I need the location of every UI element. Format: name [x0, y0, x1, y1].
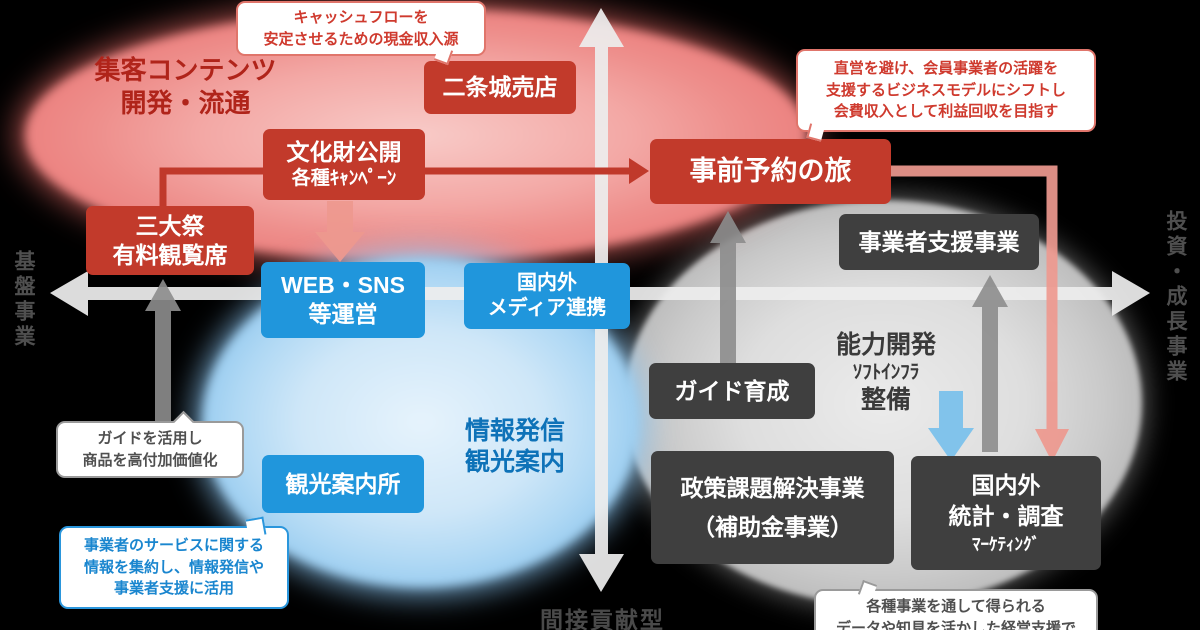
information-title-line2: 観光案内 [464, 448, 565, 477]
box-media-collaboration: 国内外 メディア連携 [464, 263, 630, 329]
callout-aggregate-line3: 事業者支援に活用 [113, 580, 234, 598]
attraction-region-title: 集客コンテンツ 開発・流通 [58, 54, 313, 119]
callout-cashflow-line1: キャッシュフローを [293, 8, 429, 26]
callout-shift-line2: 支援するビジネスモデルにシフトし [825, 81, 1066, 99]
callout-shift-line3: 会費収入として利益回収を目指す [833, 103, 1059, 121]
box-tourist-information-center: 観光案内所 [262, 455, 424, 513]
box-nijojo-shop: 二条城売店 [424, 61, 576, 114]
axis-arrowhead-right [1112, 271, 1150, 316]
box-three-festivals-seats: 三大祭 有料観覧席 [86, 206, 254, 275]
callout-guideuse-line2: 商品を高付加価値化 [82, 451, 218, 469]
attraction-title-line1: 集客コンテンツ [94, 55, 277, 85]
callout-aggregate-tail [245, 516, 267, 538]
callout-cashflow: キャッシュフローを 安定させるための現金収入源 [236, 1, 486, 66]
box-seisaku-line1: 政策課題解決事業 [680, 474, 865, 501]
salmon-down-arrow-bunkazai-websns [315, 201, 365, 262]
box-sandaisai-line1: 三大祭 [135, 212, 205, 239]
box-cultural-assets-campaign: 文化財公開 各種ｷｬﾝﾍﾟｰﾝ [263, 129, 425, 200]
box-statistics-research-marketing: 国内外 統計・調査 ﾏｰｹﾃｨﾝｸﾞ [911, 456, 1101, 570]
box-seisaku-line2: （補助金事業） [692, 513, 853, 540]
box-media-line1: 国内外 [517, 272, 577, 294]
box-annaijo-label: 観光案内所 [285, 470, 401, 497]
box-websns-line1: WEB・SNS [281, 272, 405, 299]
gray-up-arrow-toukei-stem [982, 304, 998, 452]
axis-arrowhead-bottom [579, 554, 624, 592]
box-toukei-line1: 国内外 [971, 471, 1041, 498]
box-media-line2: メディア連携 [487, 297, 607, 319]
gray-up-arrow-sandaisai-head [145, 279, 181, 311]
capability-region-title: 能力開発 ｿﾌﾄｲﾝﾌﾗ 整備 [797, 330, 975, 416]
box-guide-label: ガイド育成 [674, 377, 790, 404]
information-region-title: 情報発信 観光案内 [436, 416, 594, 479]
gray-up-arrow-guide-stem [720, 240, 736, 363]
callout-aggregate-line1: 事業者のサービスに関する [83, 536, 264, 554]
axis-label-bottom: 間接貢献型 [540, 607, 665, 630]
callout-aggregate-line2: 情報を集約し、情報発信や [83, 558, 264, 576]
box-shien-label: 事業者支援事業 [858, 228, 1020, 255]
box-nijojo-label: 二条城売店 [442, 74, 558, 101]
axis-arrowhead-top [579, 8, 624, 47]
box-business-support: 事業者支援事業 [839, 214, 1039, 270]
callout-cashflow-line2: 安定させるための現金収入源 [263, 30, 459, 48]
callout-information-aggregation: 事業者のサービスに関する 情報を集約し、情報発信や 事業者支援に活用 [59, 516, 289, 609]
salmon-connector-down-arrow [891, 165, 1069, 462]
information-title-line1: 情報発信 [464, 417, 565, 445]
callout-shift-line1: 直営を避け、会員事業者の活躍を [833, 59, 1059, 77]
gray-up-arrow-sandaisai-stem [155, 308, 171, 432]
callout-datause-line2: データや知見を活かした経営支援で [835, 620, 1076, 630]
box-toukei-line2: 統計・調査 [948, 503, 1064, 530]
box-bunkazai-line1: 文化財公開 [286, 139, 402, 166]
gray-up-arrows [145, 211, 1008, 452]
box-sandaisai-line2: 有料観覧席 [112, 241, 228, 268]
box-toukei-line3: ﾏｰｹﾃｨﾝｸﾞ [972, 535, 1040, 555]
callout-guideuse-line1: ガイドを活用し [97, 429, 203, 447]
callout-datause-line1: 各種事業を通して得られる [866, 598, 1046, 616]
callout-guide-utilization: ガイドを活用し 商品を高付加価値化 [56, 410, 244, 478]
attraction-title-line2: 開発・流通 [120, 87, 251, 118]
gray-up-arrow-toukei-head [972, 275, 1008, 307]
axis-label-right: 投資・成長事業 [1164, 210, 1187, 385]
box-websns-line2: 等運営 [308, 301, 378, 327]
capability-title-line2: ｿﾌﾄｲﾝﾌﾗ [852, 362, 920, 384]
callout-data-insight-support: 各種事業を通して得られる データや知見を活かした経営支援で [814, 579, 1098, 630]
box-policy-issues-subsidy: 政策課題解決事業 （補助金事業） [651, 451, 894, 564]
blue-down-arrow-capability-toukei [928, 391, 974, 461]
box-web-sns-operation: WEB・SNS 等運営 [261, 262, 425, 338]
callout-business-model-shift: 直営を避け、会員事業者の活躍を 支援するビジネスモデルにシフトし 会費収入として… [796, 49, 1096, 142]
box-advance-booking-tours: 事前予約の旅 [650, 139, 891, 204]
axis-arrowhead-left [50, 271, 88, 316]
capability-title-line3: 整備 [860, 386, 911, 414]
capability-title-line1: 能力開発 [835, 331, 936, 359]
box-guide-training: ガイド育成 [649, 363, 815, 419]
gray-up-arrow-guide-head [710, 211, 746, 243]
axis-label-left: 基盤事業 [12, 250, 35, 350]
red-connector-arrow [159, 158, 649, 212]
box-bunkazai-line2: 各種ｷｬﾝﾍﾟｰﾝ [291, 168, 397, 189]
box-yoyaku-label: 事前予約の旅 [689, 155, 852, 186]
